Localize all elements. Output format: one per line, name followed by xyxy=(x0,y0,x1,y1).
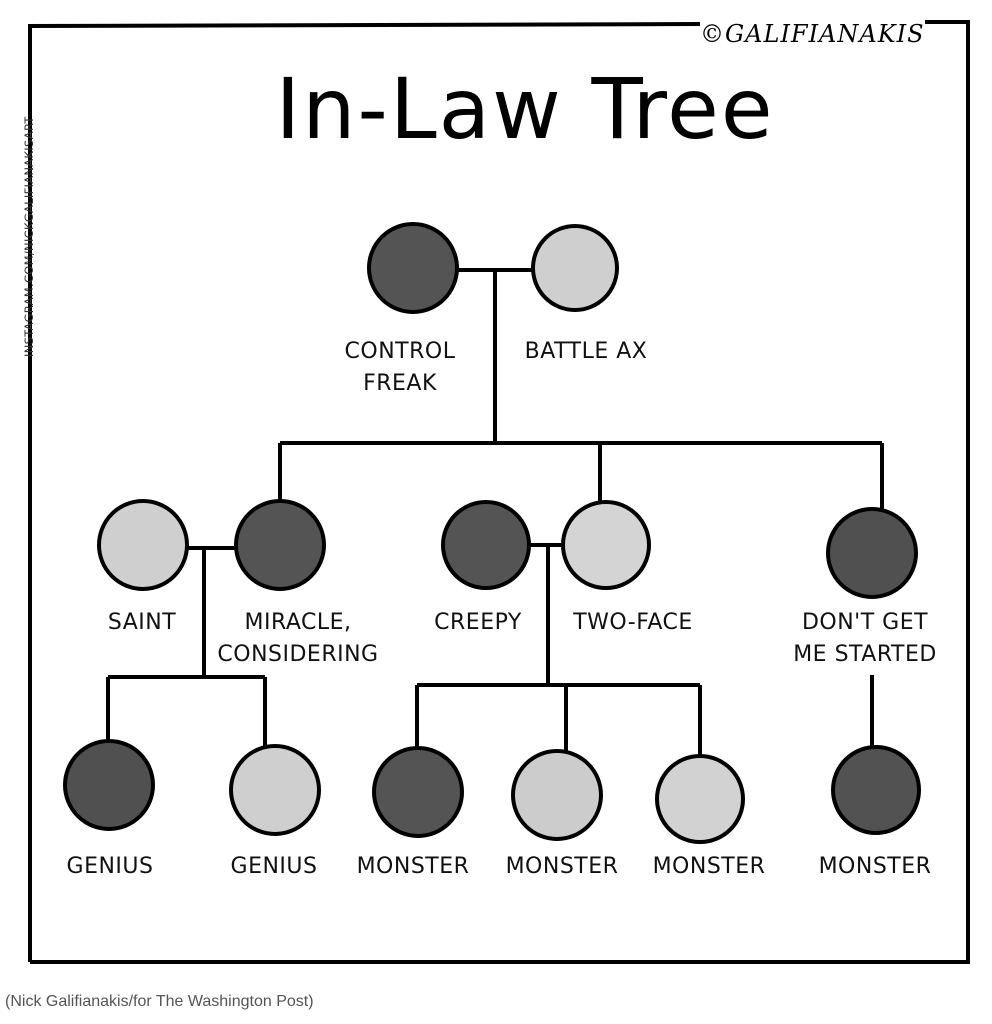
node-battle-ax xyxy=(531,224,619,312)
label-miracle: MIRACLE, CONSIDERING xyxy=(217,610,379,667)
node-monster-2 xyxy=(511,749,603,841)
label-control-freak: CONTROL FREAK xyxy=(344,339,456,396)
node-creepy xyxy=(441,500,531,590)
cartoon-title: In-Law Tree xyxy=(275,60,775,158)
side-credit: INSTAGRAM.COM/NICKGALIFIANAKISART xyxy=(22,116,36,357)
label-two-face: TWO-FACE xyxy=(573,610,693,635)
node-genius-2 xyxy=(229,744,321,836)
label-saint: SAINT xyxy=(107,610,177,635)
node-monster-1 xyxy=(372,746,464,838)
label-creepy: CREEPY xyxy=(434,610,522,635)
photo-credit: (Nick Galifianakis/for The Washington Po… xyxy=(5,993,314,1010)
label-battle-ax: BATTLE AX xyxy=(524,339,648,364)
node-genius-1 xyxy=(63,739,155,831)
node-two-face xyxy=(561,500,651,590)
artist-signature: ©GALIFIANAKIS xyxy=(700,20,925,48)
connector-lines xyxy=(106,268,884,756)
node-saint xyxy=(97,499,189,591)
label-monster-4: MONSTER xyxy=(818,854,932,879)
node-dont-get-me-started xyxy=(826,507,918,599)
label-monster-3: MONSTER xyxy=(652,854,766,879)
node-control-freak xyxy=(367,222,459,314)
panel-frame xyxy=(28,20,970,964)
node-miracle xyxy=(234,499,326,591)
node-monster-4 xyxy=(831,745,921,835)
label-genius-1: GENIUS xyxy=(66,854,154,879)
label-monster-1: MONSTER xyxy=(356,854,470,879)
label-monster-2: MONSTER xyxy=(505,854,619,879)
label-dont-get-me-started: DON'T GET ME STARTED xyxy=(793,610,937,667)
node-monster-3 xyxy=(655,754,745,844)
label-genius-2: GENIUS xyxy=(230,854,318,879)
